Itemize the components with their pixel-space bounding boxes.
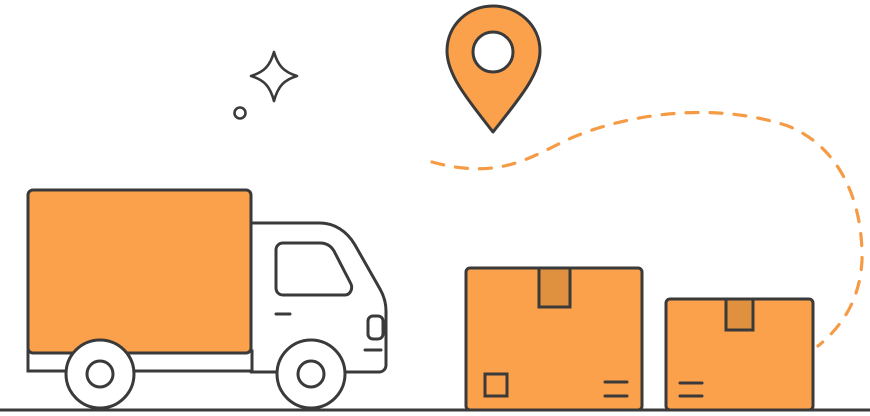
delivery-truck-icon [26,188,388,410]
location-pin-icon [445,4,542,134]
dashed-route-icon [430,110,864,348]
package-box-large-icon [464,266,644,412]
sparkle-star-icon [249,50,299,103]
package-box-small-icon [664,297,815,412]
small-circle-icon [233,106,247,120]
